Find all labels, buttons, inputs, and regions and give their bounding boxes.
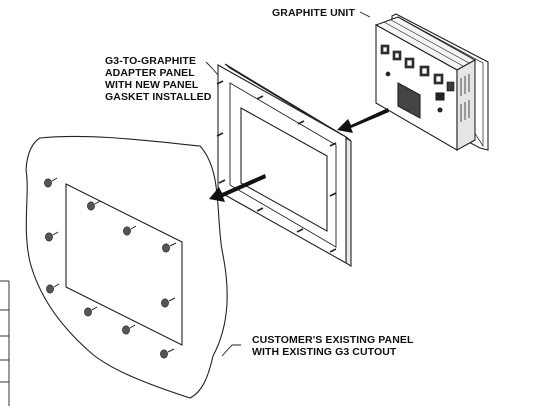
arrow-adapter-to-panel	[209, 174, 266, 202]
adapter-panel-label: G3-TO-GRAPHITE ADAPTER PANEL WITH NEW PA…	[105, 55, 212, 103]
table-fragment	[0, 280, 10, 406]
panel-studs	[44, 178, 170, 359]
adapter-studs	[216, 80, 337, 253]
existing-g3-cutout	[65, 183, 183, 346]
arrow-unit-to-adapter	[337, 108, 389, 133]
leader-lines	[205, 11, 371, 357]
customer-panel-label: CUSTOMER'S EXISTING PANEL WITH EXISTING …	[252, 334, 414, 358]
customer-existing-panel	[25, 135, 228, 399]
stud-threads	[51, 177, 177, 353]
graphite-unit-label: GRAPHITE UNIT	[272, 7, 355, 19]
graphite-unit	[374, 13, 489, 151]
adapter-panel	[217, 63, 352, 267]
assembly-arrows	[209, 108, 389, 202]
